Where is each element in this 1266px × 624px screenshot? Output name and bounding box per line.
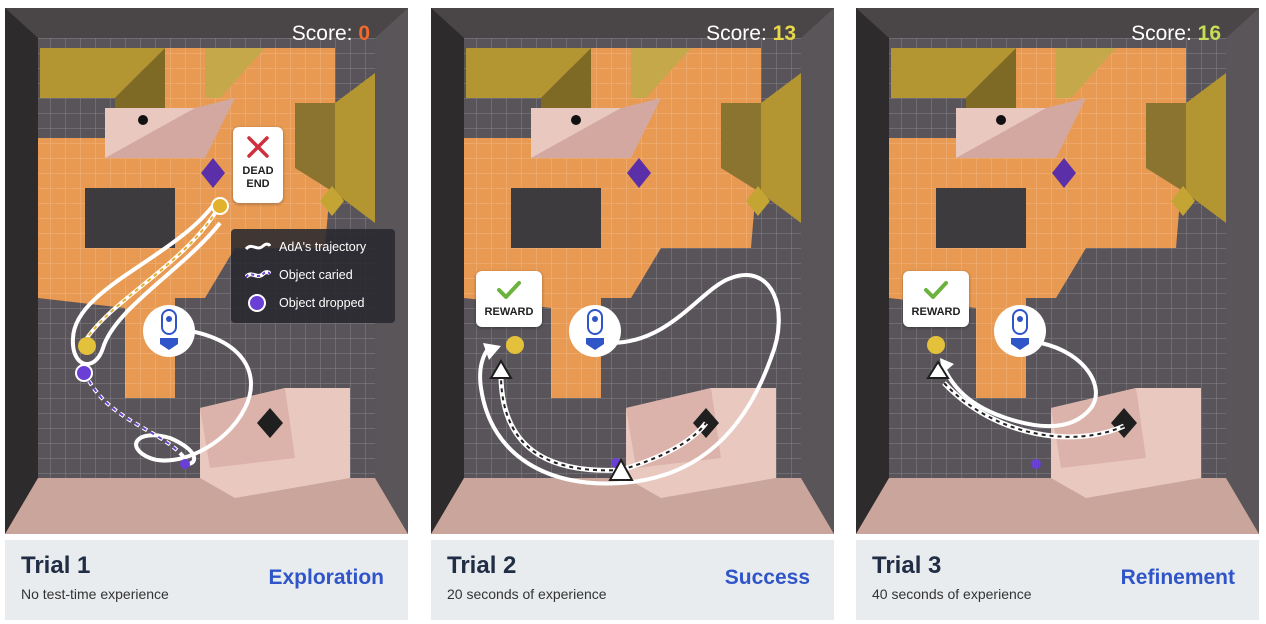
score-display: Score: 16 xyxy=(1131,22,1221,46)
reward-callout: REWARD xyxy=(903,271,969,327)
legend-item-trajectory: AdA's trajectory xyxy=(245,237,366,257)
trial-caption: Trial 1 No test-time experience Explorat… xyxy=(5,540,408,620)
dead-end-callout: DEAD END xyxy=(233,127,283,203)
score-display: Score: 0 xyxy=(292,22,370,46)
legend-label: AdA's trajectory xyxy=(279,240,367,254)
check-icon xyxy=(924,281,948,299)
object-dropped-dot-icon xyxy=(248,294,266,312)
trial-panel-2: Score: 13 REWARD Trial 2 20 seconds of e… xyxy=(431,8,834,620)
trial-caption: Trial 2 20 seconds of experience Success xyxy=(431,540,834,620)
trial-title: Trial 3 xyxy=(872,552,942,579)
trial-title: Trial 2 xyxy=(447,552,517,579)
trial-subtitle: 40 seconds of experience xyxy=(872,586,1032,602)
reward-label: REWARD xyxy=(911,306,961,318)
trial-title: Trial 1 xyxy=(21,552,91,579)
legend-label: Object caried xyxy=(279,268,353,282)
score-label: Score: xyxy=(706,22,767,45)
score-value: 13 xyxy=(772,22,796,45)
dead-end-label-1: DEAD xyxy=(242,165,274,177)
game-scene xyxy=(5,8,408,534)
score-label: Score: xyxy=(291,22,353,45)
trial-caption: Trial 3 40 seconds of experience Refinem… xyxy=(856,540,1259,620)
dead-end-label-2: END xyxy=(246,178,270,190)
score-label: Score: xyxy=(1131,22,1192,45)
check-icon xyxy=(497,281,521,299)
trial-tag: Refinement xyxy=(1120,566,1235,589)
trial-tag: Exploration xyxy=(268,566,384,589)
score-value: 16 xyxy=(1197,22,1221,45)
score-value: 0 xyxy=(358,22,370,45)
trial-subtitle: No test-time experience xyxy=(21,586,169,602)
object-carried-line-icon xyxy=(245,270,271,279)
reward-label: REWARD xyxy=(484,306,534,318)
legend-label: Object dropped xyxy=(279,296,365,310)
legend-item-object-dropped: Object dropped xyxy=(245,293,364,313)
trajectory-line-icon xyxy=(245,242,271,251)
score-display: Score: 13 xyxy=(706,22,796,46)
trial-panel-3: Score: 16 REWARD Trial 3 40 seconds of e… xyxy=(856,8,1259,620)
legend: AdA's trajectory Object caried Object dr… xyxy=(231,229,395,323)
legend-item-object-carried: Object caried xyxy=(245,265,353,285)
cross-icon xyxy=(247,136,269,158)
reward-callout: REWARD xyxy=(476,271,542,327)
trial-subtitle: 20 seconds of experience xyxy=(447,586,607,602)
trial-tag: Success xyxy=(724,566,810,589)
trial-panel-1: Score: 0 DEAD END AdA's trajectory Objec… xyxy=(5,8,408,620)
